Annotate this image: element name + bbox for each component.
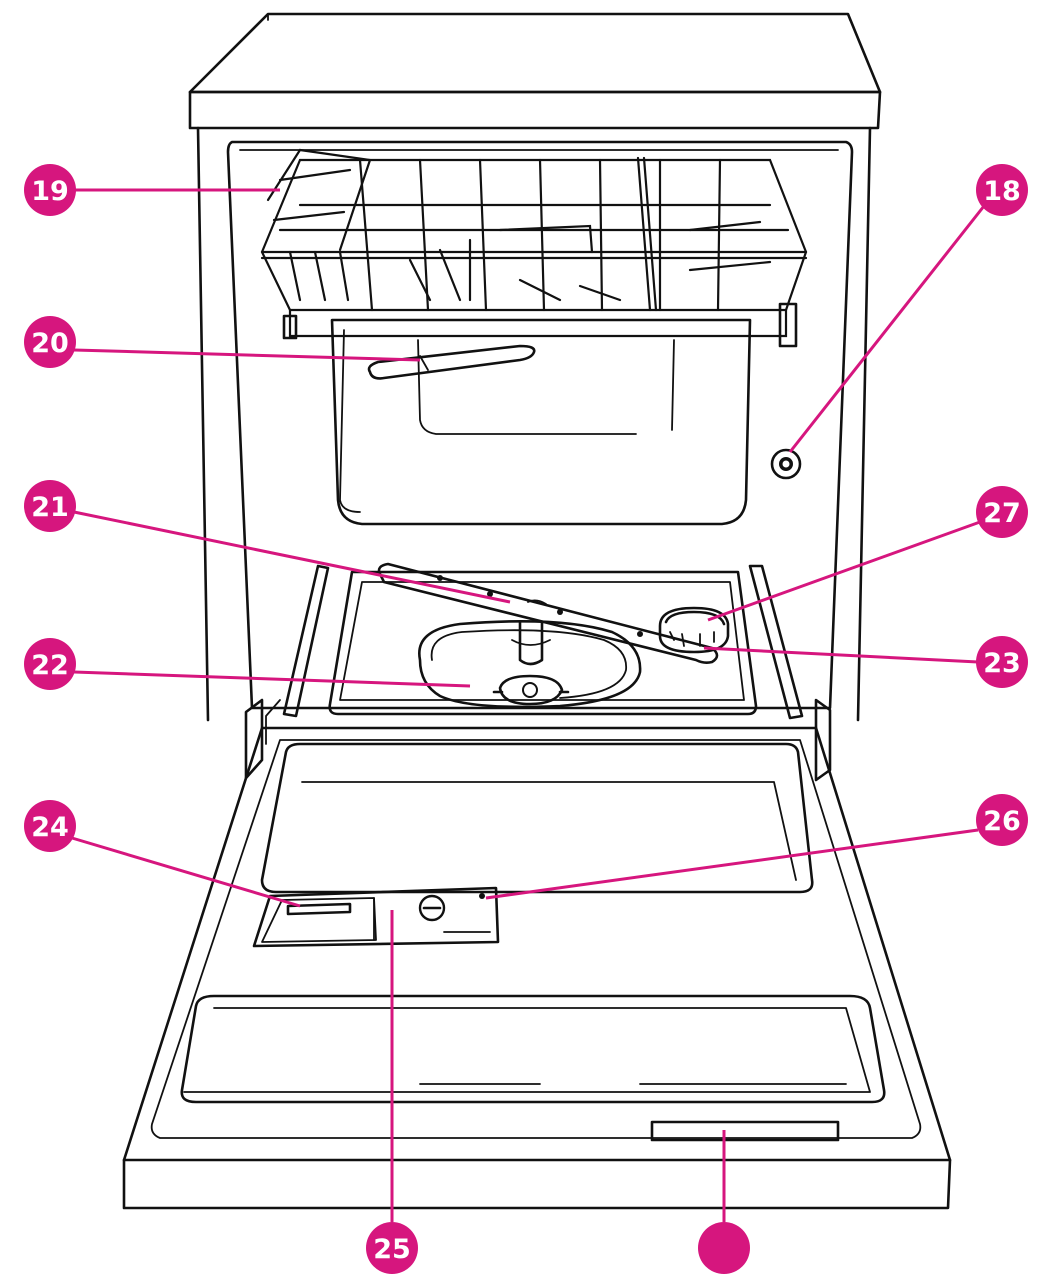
callout-number: 26: [983, 806, 1021, 837]
detergent-dispenser: [252, 886, 500, 948]
callout-number: 25: [373, 1234, 411, 1265]
callout-badge-25: 25: [366, 1222, 418, 1274]
callout-badge-27: 27: [976, 486, 1028, 538]
callout-circle: [976, 794, 1028, 846]
cabinet-body: [196, 126, 872, 722]
callout-leader-22: [73, 670, 471, 688]
callout-leader-24: [71, 836, 301, 908]
callout-circle: [976, 636, 1028, 688]
callout-leader-21: [73, 510, 511, 604]
callout-circle: [24, 800, 76, 852]
callout-number: 20: [31, 328, 69, 359]
tub-floor: [328, 562, 758, 716]
callout-circle: [698, 1222, 750, 1274]
callout-number: 23: [983, 648, 1021, 679]
callout-badge-26: 26: [976, 794, 1028, 846]
callout-circle: [24, 164, 76, 216]
indicator-button: [770, 448, 802, 480]
callout-circle: [24, 638, 76, 690]
callout-leader-27: [707, 520, 981, 622]
open-door: [122, 726, 952, 1210]
callout-circle: [976, 486, 1028, 538]
callout-leader-26: [485, 828, 979, 900]
callout-number: 24: [31, 812, 69, 843]
callout-leaders: [71, 188, 986, 1222]
tub-back-wall: [330, 318, 752, 526]
callout-badge-23: 23: [976, 636, 1028, 688]
callout-badge-21: 21: [24, 480, 76, 532]
callout-badge-20: 20: [24, 316, 76, 368]
callout-circle: [976, 164, 1028, 216]
callout-circle: [24, 480, 76, 532]
callout-badge-18: 18: [976, 164, 1028, 216]
callout-badge-24: 24: [24, 800, 76, 852]
worktop: [188, 12, 882, 130]
callout-number: 22: [31, 650, 69, 681]
callout-badges: 19 20 21 22 24 18 27 23 26 25: [24, 164, 1028, 1274]
callout-leader-20: [73, 348, 421, 362]
callout-number: 21: [31, 492, 69, 523]
callout-number: 27: [983, 498, 1021, 529]
callout-badge-unnumbered: [698, 1222, 750, 1274]
callout-number: 18: [983, 176, 1021, 207]
callout-circle: [24, 316, 76, 368]
callout-badge-22: 22: [24, 638, 76, 690]
callout-badge-19: 19: [24, 164, 76, 216]
callout-number: 19: [31, 176, 69, 207]
callout-leader-23: [703, 646, 979, 664]
callout-circle: [366, 1222, 418, 1274]
upper-basket: [260, 148, 808, 348]
upper-spray-arm: [367, 344, 536, 380]
callout-leader-18: [788, 205, 986, 453]
